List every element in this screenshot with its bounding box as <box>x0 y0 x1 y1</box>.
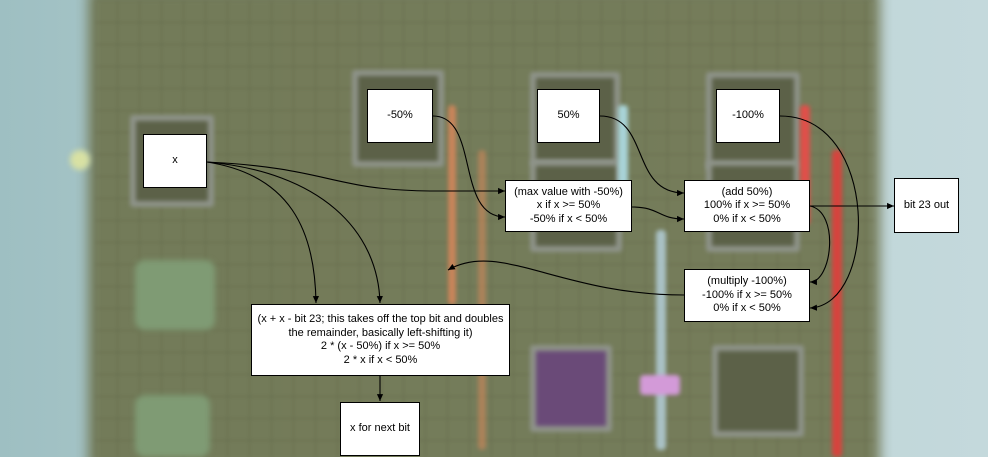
node-max-value-line: x if x >= 50% <box>536 199 601 212</box>
node-multiply-line: -100% if x >= 50% <box>702 288 792 301</box>
node-neg-50-line: -50% <box>387 109 413 122</box>
node-add-50-line: (add 50%) <box>721 185 773 198</box>
node-left-shift-line: 2 * (x - 50%) if x >= 50% <box>320 340 441 352</box>
node-add-50-line: 0% if x < 50% <box>713 212 781 225</box>
node-neg-50: -50% <box>367 89 433 143</box>
node-x-for-next-bit-line: x for next bit <box>350 422 410 435</box>
background-wire <box>478 150 486 450</box>
background-wire <box>448 105 456 305</box>
edge-x-to-shift-a <box>206 161 319 304</box>
node-neg-100: -100% <box>716 89 780 143</box>
background-blob <box>135 395 210 457</box>
edge-neg100-to-mult <box>779 115 859 311</box>
background-blob <box>135 260 215 330</box>
node-max-value: (max value with -50%) x if x >= 50% -50%… <box>505 180 632 232</box>
node-max-value-line: (max value with -50%) <box>514 185 623 198</box>
node-x-for-next-bit: x for next bit <box>340 402 420 456</box>
edge-neg50-to-max <box>432 115 506 221</box>
node-left-shift-line: the remainder, basically left-shifting i… <box>288 326 473 339</box>
node-max-value-line: -50% if x < 50% <box>529 212 608 225</box>
background-wire <box>618 105 628 225</box>
node-pos-50-line: 50% <box>557 109 580 122</box>
background-tile <box>712 345 804 437</box>
node-left-shift: (x + x - bit 23; this takes off the top … <box>251 304 510 376</box>
edge-pos50-to-add <box>599 115 685 197</box>
node-bit-23-out: bit 23 out <box>894 178 959 233</box>
background-tile <box>530 345 612 432</box>
edge-max-to-add <box>631 206 685 223</box>
node-pos-50: 50% <box>537 89 600 143</box>
background-wire <box>640 375 680 395</box>
node-multiply-line: 0% if x < 50% <box>713 302 781 315</box>
node-bit-23-out-line: bit 23 out <box>903 198 950 211</box>
edge-x-to-shift-b <box>206 161 383 304</box>
edge-x-to-max <box>206 161 505 195</box>
node-add-50: (add 50%) 100% if x >= 50% 0% if x < 50% <box>684 180 810 232</box>
background-wire <box>832 150 842 457</box>
node-add-50-line: 100% if x >= 50% <box>703 199 791 212</box>
node-left-shift-line: (x + x - bit 23; this takes off the top … <box>257 313 504 325</box>
edge-mult-to-shift <box>447 260 685 296</box>
background-blob <box>70 150 90 170</box>
background-wire <box>656 230 666 450</box>
background-wire <box>800 105 810 225</box>
node-neg-100-line: -100% <box>732 109 764 122</box>
node-x-line: x <box>172 154 178 167</box>
edge-add-to-mult <box>809 205 831 286</box>
node-left-shift-line: 2 * x if x < 50% <box>343 353 418 366</box>
node-multiply-line: (multiply -100%) <box>707 275 787 288</box>
node-x: x <box>143 134 207 188</box>
node-multiply-neg-100: (multiply -100%) -100% if x >= 50% 0% if… <box>684 269 810 322</box>
